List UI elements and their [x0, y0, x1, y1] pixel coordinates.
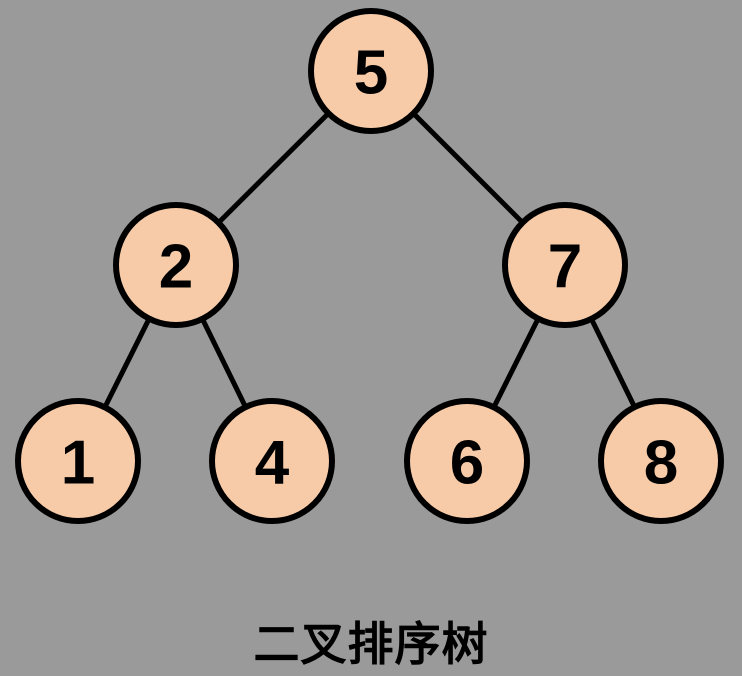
- node-label-7: 7: [548, 233, 582, 302]
- node-label-4: 4: [255, 429, 290, 498]
- diagram-caption: 二叉排序树: [253, 618, 489, 670]
- tree-node-6[interactable]: 6: [404, 398, 530, 524]
- node-label-5: 5: [354, 39, 388, 108]
- node-circle-1: [15, 398, 141, 524]
- node-label-6: 6: [450, 429, 484, 498]
- tree-node-4[interactable]: 4: [209, 398, 335, 524]
- tree-node-5[interactable]: 5: [308, 8, 434, 134]
- node-circle-5: [308, 8, 434, 134]
- tree-node-8[interactable]: 8: [598, 398, 724, 524]
- node-circle-8: [598, 398, 724, 524]
- node-label-8: 8: [644, 429, 678, 498]
- tree-node-1[interactable]: 1: [15, 398, 141, 524]
- tree-nodes: 5 2 7 1 4 6 8: [15, 8, 724, 524]
- node-circle-6: [404, 398, 530, 524]
- node-label-1: 1: [61, 429, 95, 498]
- node-circle-7: [502, 202, 628, 328]
- node-circle-2: [113, 202, 239, 328]
- node-circle-4: [209, 398, 335, 524]
- tree-node-2[interactable]: 2: [113, 202, 239, 328]
- node-label-2: 2: [159, 233, 193, 302]
- tree-node-7[interactable]: 7: [502, 202, 628, 328]
